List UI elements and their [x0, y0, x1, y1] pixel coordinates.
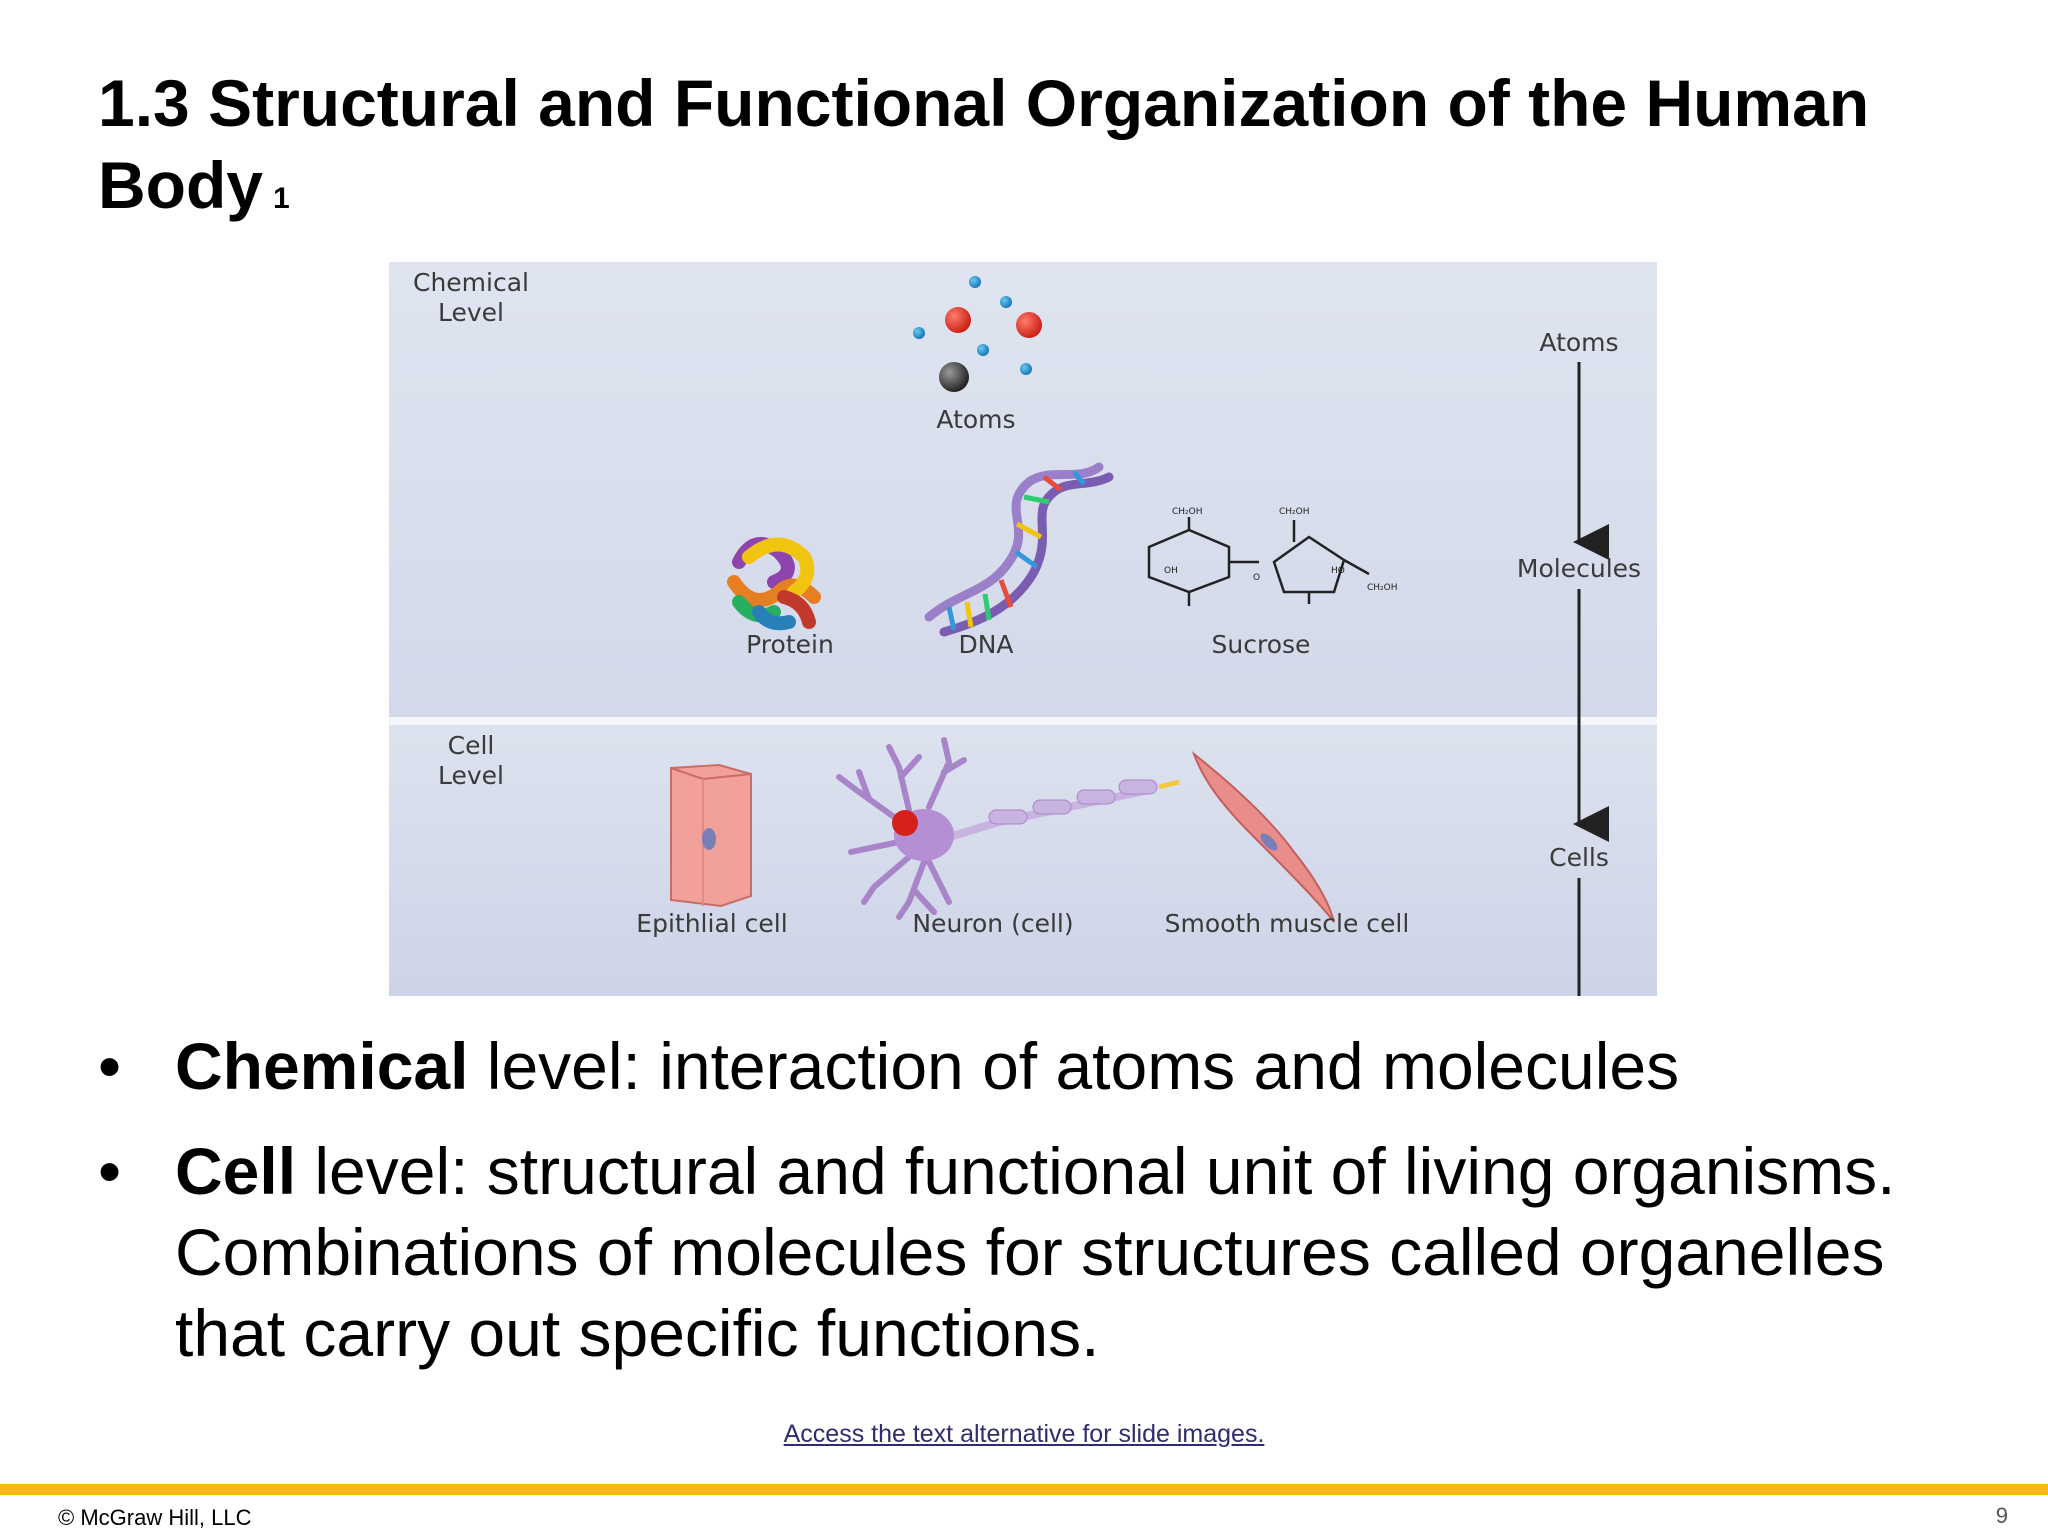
hierarchy-cells: Cells — [1549, 843, 1609, 872]
sucrose-group-labels: CH₂OH CH₂OH CH₂OH OH HO O — [1164, 507, 1398, 593]
protein-illustration — [727, 537, 821, 631]
dna-label: DNA — [958, 630, 1013, 659]
cell-level-panel — [389, 725, 1657, 996]
copyright-notice: © McGraw Hill, LLC — [58, 1505, 252, 1530]
bullet-dot: • — [98, 1029, 122, 1103]
sucrose-oh: OH — [1164, 566, 1178, 576]
title-marker: 1 — [273, 182, 290, 215]
sucrose-ho: HO — [1331, 566, 1345, 576]
sucrose-label: Sucrose — [1212, 630, 1311, 659]
panel-divider — [389, 717, 1657, 725]
neuron-label: Neuron (cell) — [912, 909, 1073, 938]
neuron-body — [892, 779, 1180, 861]
cell-level-label-2: Level — [438, 761, 504, 790]
epithelial-cell-label: Epithlial cell — [636, 909, 787, 938]
dna-illustration — [924, 462, 1114, 637]
hierarchy-molecules: Molecules — [1517, 554, 1641, 583]
sucrose-ch2oh-3: CH₂OH — [1367, 583, 1398, 593]
sucrose-illustration — [1147, 517, 1370, 606]
atoms-label: Atoms — [936, 405, 1015, 434]
protein-label: Protein — [746, 630, 834, 659]
bullet-2-bold: Cell — [175, 1134, 297, 1208]
bullet-chemical-level: • Chemical level: interaction of atoms a… — [98, 1026, 1958, 1107]
chemical-level-label-1: Chemical — [413, 268, 529, 297]
slide-title: 1.3 Structural and Functional Organizati… — [98, 62, 1978, 240]
slide-title-text: 1.3 Structural and Functional Organizati… — [98, 66, 1870, 222]
bullet-list: • Chemical level: interaction of atoms a… — [98, 1026, 1958, 1398]
hierarchy-atoms: Atoms — [1539, 328, 1618, 357]
chemical-level-label-2: Level — [438, 298, 504, 327]
sucrose-o: O — [1253, 573, 1260, 583]
epithelial-cell-illustration — [670, 763, 752, 908]
bullet-2-text: level: structural and functional unit of… — [175, 1134, 1896, 1370]
bullet-1-text: level: interaction of atoms and molecule… — [468, 1029, 1680, 1103]
smooth-muscle-label: Smooth muscle cell — [1165, 909, 1410, 938]
bullet-1-bold: Chemical — [175, 1029, 469, 1103]
atoms-illustration — [913, 276, 1042, 392]
cell-level-label-1: Cell — [448, 731, 495, 760]
sucrose-ch2oh-2: CH₂OH — [1279, 507, 1310, 517]
footer-accent-bar — [0, 1484, 2048, 1495]
bullet-cell-level: • Cell level: structural and functional … — [98, 1131, 1958, 1374]
page-number: 9 — [1995, 1503, 2008, 1528]
text-alternative-link[interactable]: Access the text alternative for slide im… — [783, 1420, 1265, 1448]
sucrose-ch2oh-1: CH₂OH — [1172, 507, 1203, 517]
bullet-dot: • — [98, 1134, 122, 1208]
smooth-muscle-illustration — [1191, 751, 1335, 923]
organization-figure: Chemical Level Cell Level Atoms Protein — [389, 262, 1657, 996]
